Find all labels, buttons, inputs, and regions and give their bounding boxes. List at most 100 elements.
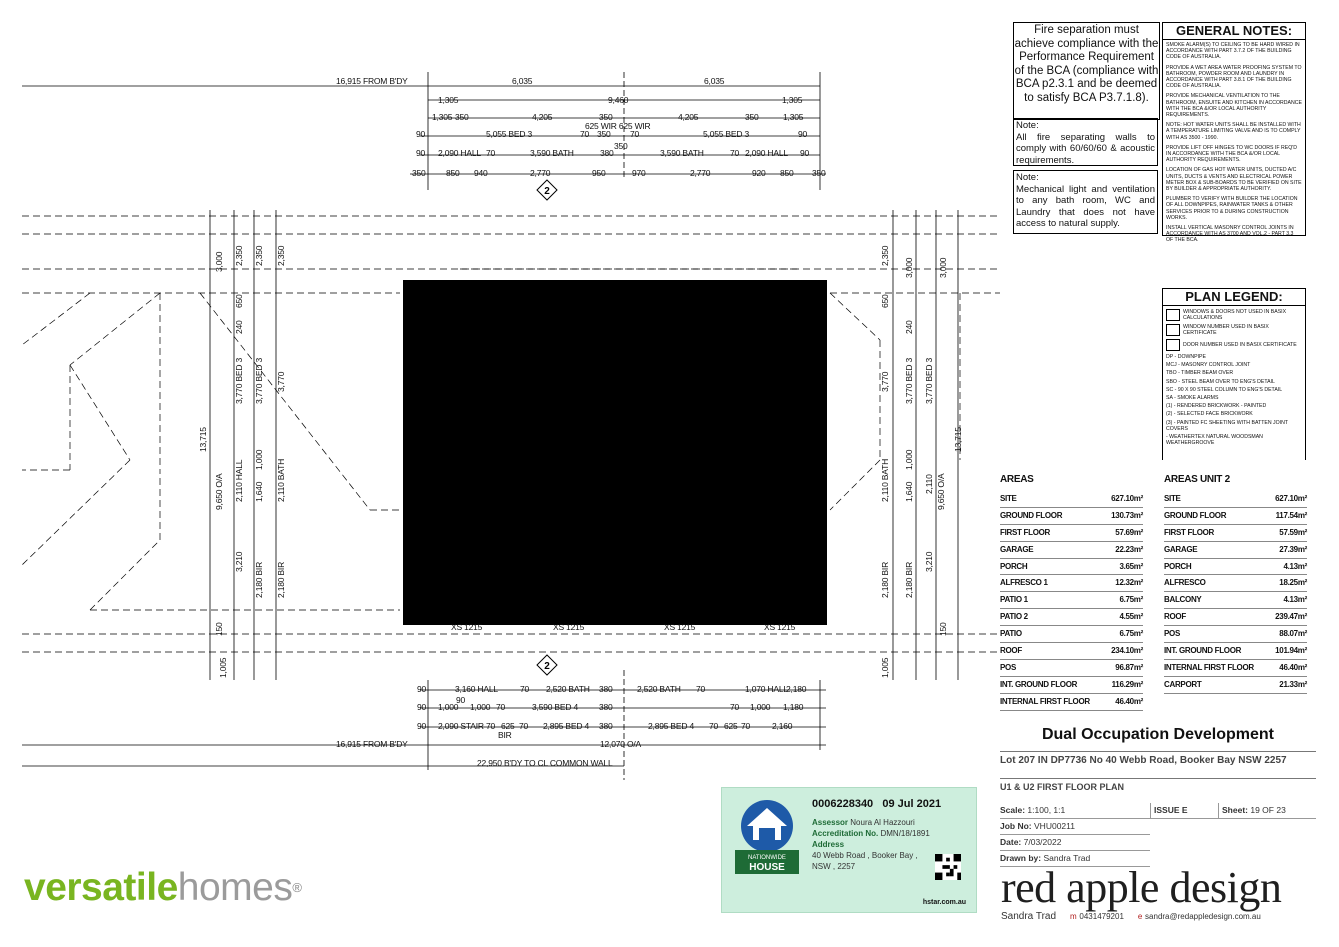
- dim-bot-r1-5: 2,520 BATH: [637, 684, 681, 694]
- dim-bot-r2-3: 70: [496, 702, 506, 712]
- area-value: 96.87m²: [1115, 662, 1143, 672]
- vdim-right-birb: 2,180 BIR: [904, 561, 914, 598]
- dim-top-r1-c: 9,460: [608, 95, 629, 105]
- vdim-left-1000: 1,000: [254, 449, 264, 470]
- areas-unit1-title: AREAS: [1000, 474, 1034, 485]
- date-label: Date:: [1000, 837, 1022, 847]
- certificate-url: hstar.com.au: [922, 899, 966, 906]
- xs-label-1: XS 1215: [451, 622, 483, 632]
- qr-code-icon: [935, 854, 961, 880]
- dim-bot-r1-3: 2,520 BATH: [546, 684, 590, 694]
- area-value: 57.59m²: [1279, 527, 1307, 537]
- dim-overall: 12,070 O/A: [600, 739, 642, 749]
- area-label: SITE: [1164, 494, 1181, 503]
- fire-separation-note: Fire separation must achieve compliance …: [1013, 22, 1160, 120]
- certificate-date: 09 Jul 2021: [882, 798, 942, 810]
- area-label: INT. GROUND FLOOR: [1164, 646, 1242, 656]
- lot-address: Lot 207 IN DP7736 No 40 Webb Road, Booke…: [1000, 751, 1316, 766]
- area-value: 6.75m²: [1119, 595, 1143, 605]
- accreditation-label: Accreditation No.: [812, 829, 879, 838]
- assessor-name: Noura Al Hazzouri: [850, 818, 915, 827]
- vdim-left-bed3b: 3,770 BED 3: [254, 358, 264, 404]
- dim-top-r5-0: 350: [412, 168, 426, 178]
- dim-bot-r2-4: 3,590 BED 4: [532, 702, 578, 712]
- dim-top-r3-5: 5,055 BED 3: [703, 129, 749, 139]
- date-value: 7/03/2022: [1023, 837, 1062, 847]
- legend-box-text: WINDOWS & DOORS NOT USED IN BASIX CALCUL…: [1183, 309, 1287, 321]
- designer-contact: Sandra Trad m 0431479201 e sandra@redapp…: [1001, 911, 1261, 922]
- issue-value: ISSUE E: [1150, 803, 1218, 818]
- vdim-left-bath: 2,110 BATH: [276, 458, 286, 502]
- area-row: SITE 627.10m²: [1164, 491, 1307, 508]
- area-label: POS: [1000, 662, 1016, 672]
- area-label: INT. GROUND FLOOR: [1000, 679, 1078, 689]
- xs-label-2: XS 1215: [553, 622, 585, 632]
- dim-top-r5-9: 350: [812, 168, 826, 178]
- vdim-right-150: 150: [938, 622, 948, 636]
- drawn-label: Drawn by:: [1000, 853, 1042, 863]
- note-ventilation-text: Mechanical light and ventilation to any …: [1016, 183, 1155, 230]
- legend-abbrev: MCJ - MASONRY CONTROL JOINT: [1166, 362, 1251, 369]
- versatile-homes-logo: versatilehomes®: [24, 866, 302, 909]
- assessor-label: Assessor: [812, 818, 849, 827]
- dim-bot-r1-0: 90: [417, 684, 427, 694]
- svg-text:NATIONWIDE: NATIONWIDE: [748, 855, 786, 861]
- dim-bot-r3-10: 70: [741, 721, 751, 731]
- plan-legend-title: PLAN LEGEND:: [1163, 288, 1305, 306]
- dim-bot-r2-6: 70: [730, 702, 740, 712]
- dim-bot-r3-5: 2,895 BED 4: [543, 721, 589, 731]
- dim-bot-r3-8: 70: [709, 721, 719, 731]
- general-note-item: PROVIDE MECHANICAL VENTILATION TO THE BA…: [1166, 93, 1302, 119]
- area-label: PATIO 1: [1000, 595, 1028, 605]
- legend-box-text: DOOR NUMBER USED IN BASIX CERTIFICATE: [1183, 342, 1297, 348]
- certificate-number: 0006228340: [812, 798, 874, 810]
- area-label: GROUND FLOOR: [1164, 510, 1227, 520]
- dim-bot-r1-7: 1,070 HALL: [745, 684, 788, 694]
- vdim-right-13715: 13,715: [953, 427, 963, 452]
- vdim-left-2350b: 2,350: [254, 245, 264, 266]
- dim-top-r5-5: 970: [632, 168, 646, 178]
- area-value: 88.07m²: [1279, 629, 1307, 639]
- area-value: 627.10m²: [1275, 494, 1307, 503]
- dim-top-r4-0: 90: [416, 148, 426, 158]
- area-label: FIRST FLOOR: [1164, 527, 1215, 537]
- job-value: VHU00211: [1034, 821, 1075, 831]
- vdim-right-bath: 2,110 BATH: [880, 458, 890, 502]
- vdim-right-1005: 1,005: [880, 657, 890, 678]
- general-note-item: SMOKE ALARM(S) TO CEILING TO BE HARD WIR…: [1166, 42, 1300, 61]
- vdim-left-3210: 3,210: [234, 551, 244, 572]
- dim-bot-r3-2: 70: [486, 721, 496, 731]
- area-value: 21.33m²: [1279, 679, 1307, 689]
- dim-top-r2-6: 1,305: [783, 112, 804, 122]
- dim-top-r2-2: 4,205: [532, 112, 553, 122]
- legend-abbrev: (2) - SELECTED FACE BRICKWORK: [1166, 411, 1253, 418]
- dim-bot-r1-8: 2,180: [786, 684, 807, 694]
- area-label: PATIO 2: [1000, 612, 1028, 622]
- dim-top-r4-3: 3,590 BATH: [530, 148, 574, 158]
- vdim-left-3000: 3,000: [214, 251, 224, 272]
- title-block-grid: Scale: 1:100, 1:1 ISSUE E Sheet: 19 OF 2…: [1000, 803, 1316, 867]
- area-label: SITE: [1000, 494, 1017, 503]
- legend-box-icon: [1166, 309, 1180, 321]
- dim-top-a: 6,035: [512, 76, 533, 86]
- project-title: Dual Occupation Development: [1041, 726, 1275, 743]
- dim-top-r3-1: 5,055 BED 3: [486, 129, 532, 139]
- drawn-value: Sandra Trad: [1043, 853, 1091, 863]
- dim-bot-r2-2: 1,000: [470, 702, 491, 712]
- dim-top-r5-2: 940: [474, 168, 488, 178]
- area-label: PATIO: [1000, 629, 1022, 639]
- vdim-left-hall: 2,110 HALL: [234, 459, 244, 502]
- xs-label-3: XS 1215: [664, 622, 696, 632]
- area-label: POS: [1164, 629, 1180, 639]
- vdim-left-oa: 9,650 O/A: [214, 473, 224, 510]
- floor-plan-linework: 2 2: [21, 72, 1000, 780]
- area-value: 4.13m²: [1283, 595, 1307, 605]
- area-label: ALFRESCO 1: [1000, 578, 1048, 588]
- area-row: POS 88.07m²: [1164, 626, 1307, 644]
- dim-top-r4-8: 90: [800, 148, 810, 158]
